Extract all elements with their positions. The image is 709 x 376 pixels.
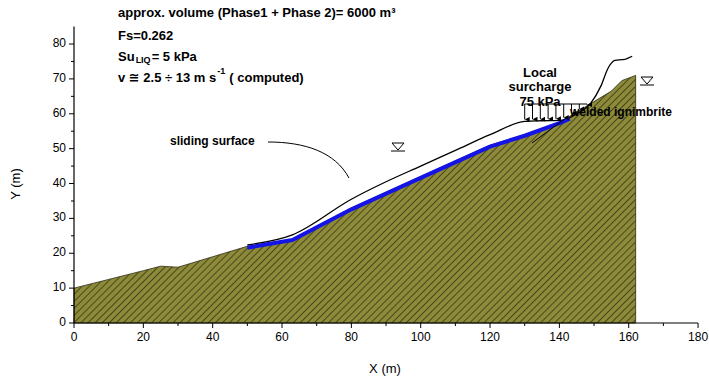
annotation-text: = 5 kPa: [152, 50, 197, 64]
tick-label: 40: [206, 331, 219, 344]
tick-label: 60: [275, 331, 288, 344]
water-table-symbol: [391, 143, 405, 151]
load-label: 75 kPa: [519, 95, 560, 109]
tick-label: 120: [480, 331, 500, 344]
axes: [69, 27, 698, 328]
slope-profile: [247, 59, 625, 245]
tick-label: 180: [688, 331, 708, 344]
bedrock-area: [74, 75, 636, 323]
tick-label: 30: [53, 212, 66, 225]
tick-label: 20: [137, 331, 150, 344]
tick-label: 40: [53, 177, 66, 190]
annotation-text: v ≅ 2.5 ÷ 13 m s: [118, 71, 216, 85]
sliding-surface-line: [247, 119, 569, 248]
subscript-text: LIQ: [136, 56, 151, 66]
annotation-text: Fs=0.262: [118, 29, 173, 43]
tick-label: 10: [53, 282, 66, 295]
tick-label: 50: [53, 142, 66, 155]
leader-line: [532, 118, 566, 143]
annotation-text: Su: [118, 50, 135, 64]
annotation-text: ( computed): [229, 71, 303, 85]
sliding-surface-label: sliding surface: [170, 135, 255, 148]
tick-label: 0: [59, 316, 66, 329]
water-table-symbol: [640, 77, 654, 85]
axis-title: X (m): [369, 362, 401, 376]
tick-label: 0: [71, 331, 78, 344]
load-label: surcharge: [509, 80, 572, 94]
tick-label: 80: [345, 331, 358, 344]
tick-label: 20: [53, 247, 66, 260]
tick-label: 140: [549, 331, 569, 344]
annotation-text: approx. volume (Phase1 + Phase 2)= 6000 …: [118, 6, 395, 20]
leader-line: [268, 142, 349, 178]
tick-label: 60: [53, 107, 66, 120]
tick-label: 160: [619, 331, 639, 344]
axis-title: Y (m): [9, 168, 23, 200]
slope-profile: [625, 56, 632, 59]
superscript-text: -1: [217, 67, 225, 77]
material-label: welded ignimbrite: [570, 106, 672, 119]
load-label: Local: [523, 66, 557, 80]
tick-label: 80: [53, 37, 66, 50]
tick-label: 100: [411, 331, 431, 344]
tick-label: 70: [53, 72, 66, 85]
